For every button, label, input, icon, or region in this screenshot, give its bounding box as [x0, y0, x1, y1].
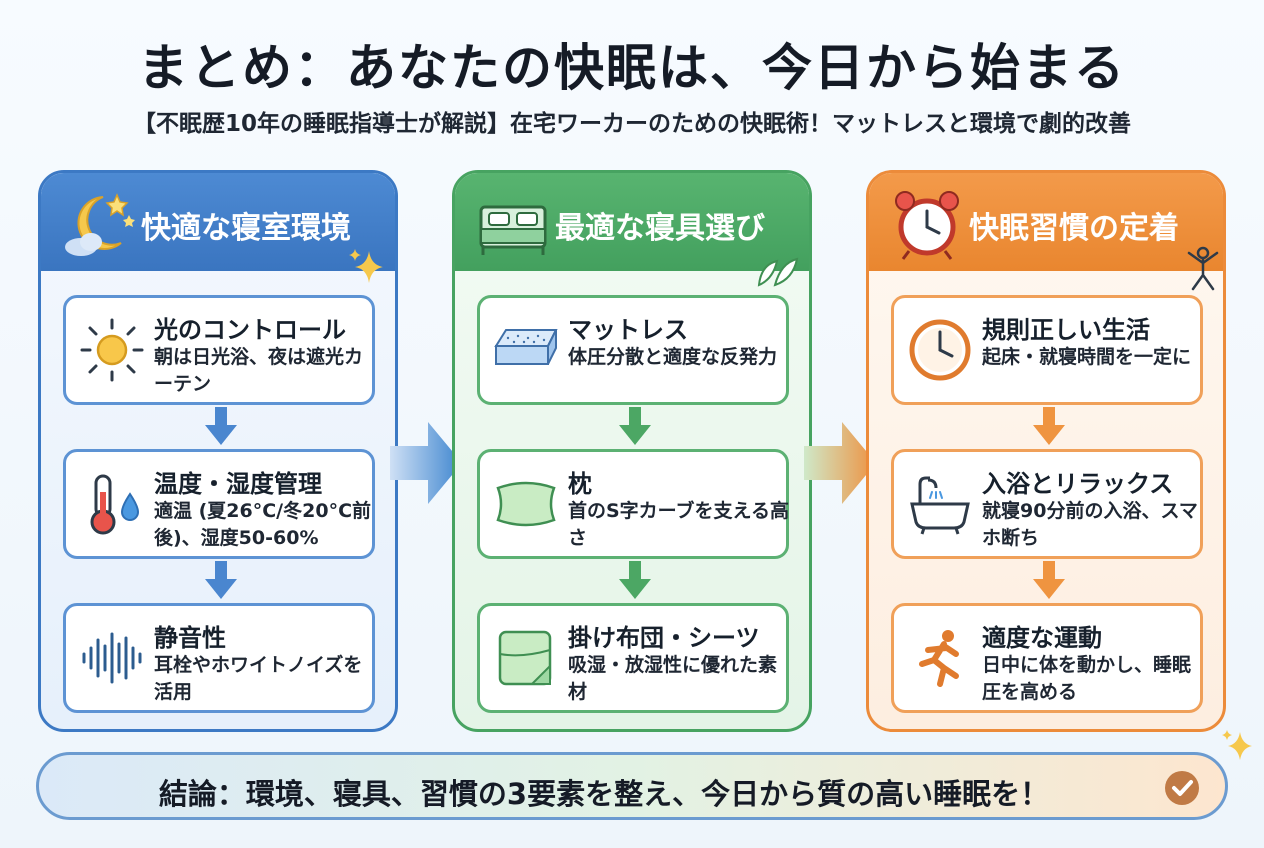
moon-stars-icon	[65, 193, 135, 256]
card-quietness: 静音性 耳栓やホワイトノイズを活用	[63, 603, 375, 713]
right-arrow-icon	[804, 422, 876, 504]
card-title: 適度な運動	[982, 624, 1102, 652]
card-desc: 朝は日光浴、夜は遮光カーテン	[154, 346, 364, 395]
card-desc: 耳栓やホワイトノイズを活用	[154, 654, 363, 703]
clock-icon	[909, 319, 971, 381]
card-title: 掛け布団・シーツ	[568, 624, 760, 652]
column-title: 最適な寝具選び	[555, 211, 765, 246]
column-title: 快眠習慣の定着	[969, 211, 1179, 246]
pillow-icon	[496, 481, 556, 527]
bathtub-icon	[910, 476, 970, 535]
card-title: 静音性	[154, 624, 226, 652]
card-desc: 就寝90分前の入浴、スマホ断ち	[982, 500, 1198, 549]
card-exercise: 適度な運動 日中に体を動かし、睡眠圧を高める	[891, 603, 1203, 713]
conclusion-text: 結論：環境、寝具、習慣の3要素を整え、今日から質の高い睡眠を！	[158, 777, 1050, 811]
card-title: 規則正しい生活	[982, 316, 1150, 344]
card-desc: 首のS字カーブを支える高さ	[568, 500, 789, 549]
column-sleep-habits: 快眠習慣の定着 規則正しい生活 起床・就寝時間を一定に 入浴とリラックス 就寝9…	[866, 170, 1226, 732]
sound-wave-icon	[82, 632, 142, 684]
down-arrow-icon	[1033, 407, 1065, 445]
down-arrow-icon	[619, 561, 651, 599]
column-title: 快適な寝室環境	[141, 211, 351, 246]
bed-icon	[479, 205, 547, 255]
alarm-clock-icon	[895, 191, 959, 260]
card-bath-relax: 入浴とリラックス 就寝90分前の入浴、スマホ断ち	[891, 449, 1203, 559]
right-arrow-icon	[390, 422, 462, 504]
card-regular-life: 規則正しい生活 起床・就寝時間を一定に	[891, 295, 1203, 405]
card-temperature-humidity: 温度・湿度管理 適温 (夏26°C/冬20°C前後)、湿度50-60%	[63, 449, 375, 559]
card-pillow: 枕 首のS字カーブを支える高さ	[477, 449, 789, 559]
column-header: 快眠習慣の定着	[869, 173, 1223, 271]
page-subtitle: 【不眠歴10年の睡眠指導士が解説】在宅ワーカーのための快眠術！マットレスと環境で…	[132, 111, 1131, 137]
card-blanket-sheets: 掛け布団・シーツ 吸湿・放湿性に優れた素材	[477, 603, 789, 713]
check-circle-icon	[1165, 771, 1199, 805]
card-desc: 体圧分散と適度な反発力	[568, 346, 778, 368]
card-desc: 適温 (夏26°C/冬20°C前後)、湿度50-60%	[154, 500, 372, 549]
down-arrow-icon	[619, 407, 651, 445]
column-bedding: 最適な寝具選び マットレス 体圧分散と適度な反発力 枕 首のS字カーブを支える高…	[452, 170, 812, 732]
stretching-person-icon	[1187, 246, 1219, 291]
card-title: 枕	[568, 470, 592, 498]
down-arrow-icon	[205, 561, 237, 599]
card-desc: 日中に体を動かし、睡眠圧を高める	[982, 654, 1192, 703]
card-title: 温度・湿度管理	[154, 470, 322, 498]
card-title: 光のコントロール	[154, 316, 346, 344]
blanket-icon	[498, 630, 552, 686]
sparkle-icon	[349, 249, 383, 283]
thermometer-icon	[90, 474, 140, 535]
page-title: まとめ：あなたの快眠は、今日から始まる	[138, 39, 1126, 97]
card-title: マットレス	[568, 316, 688, 344]
column-bedroom-environment: 快適な寝室環境 光のコントロール 朝は日光浴、夜は遮光カーテン 温度・湿	[38, 170, 398, 732]
card-title: 入浴とリラックス	[982, 470, 1174, 498]
card-mattress: マットレス 体圧分散と適度な反発力	[477, 295, 789, 405]
card-desc: 吸湿・放湿性に優れた素材	[568, 654, 778, 703]
sun-icon	[80, 318, 144, 382]
card-desc: 起床・就寝時間を一定に	[982, 346, 1192, 368]
column-header: 快適な寝室環境	[41, 173, 395, 271]
card-light-control: 光のコントロール 朝は日光浴、夜は遮光カーテン	[63, 295, 375, 405]
conclusion-banner: 結論：環境、寝具、習慣の3要素を整え、今日から質の高い睡眠を！	[36, 752, 1228, 820]
mattress-icon	[494, 329, 558, 365]
leaf-icon	[757, 257, 799, 287]
runner-icon	[919, 630, 959, 687]
column-header: 最適な寝具選び	[455, 173, 809, 271]
down-arrow-icon	[205, 407, 237, 445]
down-arrow-icon	[1033, 561, 1065, 599]
sparkle-icon	[1222, 730, 1252, 760]
